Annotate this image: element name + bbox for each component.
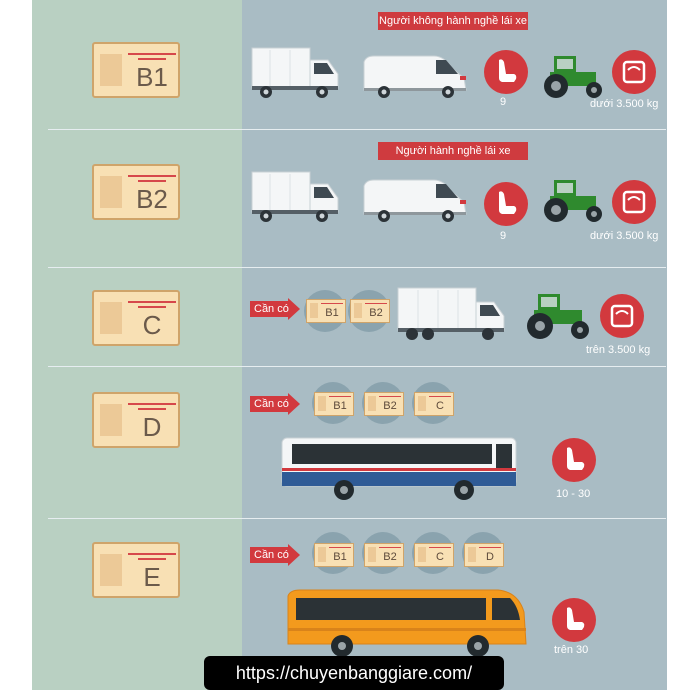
prereq-label: B2 bbox=[369, 307, 383, 319]
license-photo bbox=[100, 554, 122, 586]
weight-caption: trên 3.500 kg bbox=[586, 344, 651, 356]
prereq-card: B2 bbox=[364, 543, 404, 567]
weight-icon bbox=[612, 180, 656, 224]
prereq-card: B1 bbox=[314, 392, 354, 416]
license-class-label: E bbox=[143, 562, 161, 592]
license-photo bbox=[100, 302, 122, 334]
prereq-card: B2 bbox=[364, 392, 404, 416]
license-line bbox=[128, 53, 176, 55]
prereq-label: D bbox=[486, 551, 494, 563]
license-photo bbox=[100, 404, 122, 436]
weight-caption: dưới 3.500 kg bbox=[590, 98, 659, 110]
row-divider bbox=[48, 366, 666, 367]
truck-icon bbox=[397, 287, 505, 340]
license-card-b1: B1 bbox=[92, 42, 180, 98]
watermark-url: https://chuyenbanggiare.com/ bbox=[204, 656, 504, 690]
license-photo bbox=[100, 54, 122, 86]
seat-caption: trên 30 bbox=[554, 644, 589, 656]
seat-icon bbox=[484, 182, 528, 226]
tractor-icon bbox=[527, 294, 589, 339]
tractor-icon bbox=[544, 180, 602, 222]
prereq-label: B2 bbox=[383, 551, 397, 563]
license-class-label: B2 bbox=[136, 184, 168, 214]
prereq-card: C bbox=[414, 392, 454, 416]
prereq-card: B1 bbox=[306, 299, 346, 323]
license-photo bbox=[100, 176, 122, 208]
prereq-card: D bbox=[464, 543, 504, 567]
license-line bbox=[128, 175, 176, 177]
seat-icon bbox=[552, 598, 596, 642]
prereq-card: B1 bbox=[314, 543, 354, 567]
prereq-card: B2 bbox=[350, 299, 390, 323]
license-line bbox=[128, 403, 176, 405]
prereq-card: C bbox=[414, 543, 454, 567]
license-line bbox=[128, 301, 176, 303]
seat-icon bbox=[552, 438, 596, 482]
license-card-c: C bbox=[92, 290, 180, 346]
seat-icon bbox=[484, 50, 528, 94]
row-banner: Người hành nghề lái xe bbox=[378, 142, 528, 160]
tractor-icon bbox=[544, 56, 602, 98]
prereq-label: B1 bbox=[333, 400, 347, 412]
license-line bbox=[138, 58, 166, 60]
bus-icon bbox=[281, 437, 517, 500]
arrow-icon: Cần có bbox=[250, 544, 302, 566]
prereq-label: C bbox=[436, 400, 444, 412]
license-class-label: D bbox=[142, 412, 162, 442]
license-line bbox=[128, 553, 176, 555]
license-card-d: D bbox=[92, 392, 180, 448]
license-line bbox=[138, 408, 166, 410]
truck-icon bbox=[251, 47, 339, 98]
seat-caption: 9 bbox=[500, 230, 507, 242]
need-label: Cần có bbox=[254, 549, 289, 561]
prereq-label: C bbox=[436, 551, 444, 563]
coach-icon bbox=[287, 589, 527, 657]
license-card-b2: B2 bbox=[92, 164, 180, 220]
arrow-icon: Cần có bbox=[250, 298, 302, 320]
license-class-label: B1 bbox=[136, 62, 168, 92]
row-divider bbox=[48, 518, 666, 519]
row-divider bbox=[48, 267, 666, 268]
truck-icon bbox=[251, 171, 339, 222]
weight-caption: dưới 3.500 kg bbox=[590, 230, 659, 242]
arrow-icon: Cần có bbox=[250, 393, 302, 415]
seat-caption: 10 - 30 bbox=[556, 488, 591, 500]
bottom-strip bbox=[0, 690, 700, 700]
prereq-label: B1 bbox=[333, 551, 347, 563]
prereq-label: B1 bbox=[325, 307, 339, 319]
license-line bbox=[138, 180, 166, 182]
need-label: Cần có bbox=[254, 303, 289, 315]
license-class-label: C bbox=[142, 310, 162, 340]
right-panel bbox=[242, 0, 667, 690]
license-line bbox=[138, 306, 166, 308]
row-divider bbox=[48, 129, 666, 130]
van-icon bbox=[363, 55, 467, 98]
row-banner: Người không hành nghề lái xe bbox=[378, 12, 528, 30]
seat-caption: 9 bbox=[500, 96, 507, 108]
need-label: Cần có bbox=[254, 398, 289, 410]
weight-icon bbox=[612, 50, 656, 94]
license-card-e: E bbox=[92, 542, 180, 598]
prereq-label: B2 bbox=[383, 400, 397, 412]
weight-icon bbox=[600, 294, 644, 338]
license-line bbox=[138, 558, 166, 560]
van-icon bbox=[363, 179, 467, 222]
